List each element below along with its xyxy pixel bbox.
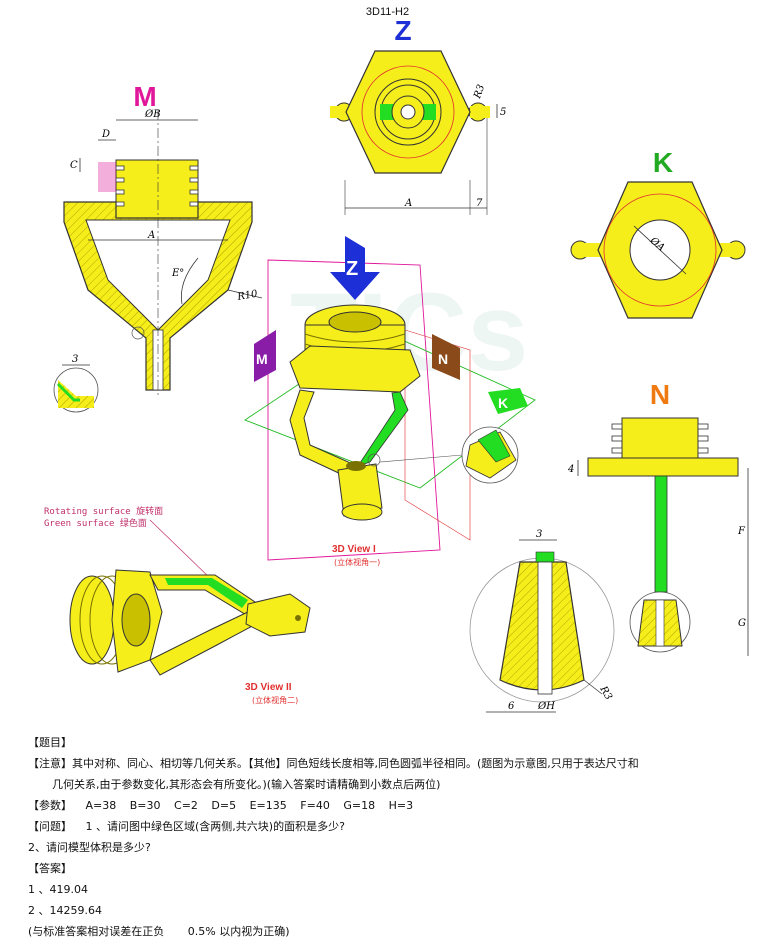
label-rotating: Rotating surface 旋转面 xyxy=(44,505,163,517)
tolerance-text-a: (与标准答案相对误差在正负 xyxy=(28,925,165,938)
param-g: G=18 xyxy=(343,799,376,812)
3d-view-2: Rotating surface 旋转面 Green surface 绿色面 3… xyxy=(44,505,311,705)
param-b: B=30 xyxy=(129,799,161,812)
z-label: Z xyxy=(394,15,411,46)
note-line-2: 几何关系,由于参数变化,其形态会有所变化。)(输入答案时请精确到小数点后两位) xyxy=(52,778,441,791)
dim-e: E° xyxy=(171,268,184,279)
params-label: 【参数】 xyxy=(28,799,72,812)
k-marker-label: K xyxy=(498,395,508,411)
dim-d: D xyxy=(101,129,110,140)
n-view: N 4 F G xyxy=(567,379,749,656)
param-a: A=38 xyxy=(85,799,117,812)
answer-2: 2 、14259.64 xyxy=(28,904,102,917)
param-f: F=40 xyxy=(300,799,330,812)
dim-r10: R10 xyxy=(236,288,259,303)
dim-f: F xyxy=(737,526,746,537)
dim-h: ØH xyxy=(537,701,555,712)
dim-a-m: A xyxy=(147,230,155,241)
technical-drawing: TICs Z A 7 5 R3 M xyxy=(44,15,749,713)
answer-label: 【答案】 xyxy=(28,862,72,875)
problem-text: 【题目】 【注意】其中对称、同心、相切等几何关系。【其他】同色短线长度相等,同色… xyxy=(28,732,768,942)
heading: 【题目】 xyxy=(28,736,72,749)
m-section-view: M ØB D C A E° R10 3 xyxy=(53,81,263,413)
m-marker-label: M xyxy=(256,351,268,367)
m-label: M xyxy=(133,81,156,112)
view1-title: 3D View I xyxy=(332,544,376,555)
note-line-1: 【注意】其中对称、同心、相切等几何关系。【其他】同色短线长度相等,同色圆弧半径相… xyxy=(28,757,639,770)
view2-subtitle: (立体视角二) xyxy=(252,695,298,705)
dim-3-m: 3 xyxy=(72,354,78,365)
param-c: C=2 xyxy=(174,799,198,812)
dim-7: 7 xyxy=(476,198,483,209)
tolerance-row: (与标准答案相对误差在正负 0.5% 以内视为正确) xyxy=(28,921,768,942)
view2-title: 3D View II xyxy=(245,682,292,693)
dim-b: ØB xyxy=(144,109,161,120)
dim-r3-top: R3 xyxy=(472,83,487,101)
label-green: Green surface 绿色面 xyxy=(44,517,147,529)
z-top-view: Z A 7 5 R3 xyxy=(330,15,506,215)
n-marker-label: N xyxy=(438,351,448,367)
k-view: K ØA xyxy=(570,147,746,319)
tolerance-text-b: 0.5% 以内视为正确) xyxy=(187,925,290,938)
param-d: D=5 xyxy=(211,799,237,812)
dim-c: C xyxy=(70,160,78,171)
question-2: 2、请问模型体积是多少? xyxy=(28,841,151,854)
params-row: 【参数】 A=38 B=30 C=2 D=5 E=135 F=40 G=18 H… xyxy=(28,795,768,816)
dim-4: 4 xyxy=(567,464,574,475)
question-1: 1 、请问图中绿色区域(含两侧,共六块)的面积是多少? xyxy=(85,820,345,833)
dim-6: 6 xyxy=(508,701,515,712)
k-label: K xyxy=(653,147,673,178)
param-h: H=3 xyxy=(388,799,414,812)
z-arrow-label: Z xyxy=(346,258,358,280)
dim-a-top: A xyxy=(404,198,412,209)
question-label: 【问题】 xyxy=(28,820,72,833)
dim-3-h: 3 xyxy=(536,529,542,540)
dim-r3-h: R3 xyxy=(597,684,614,702)
document-title: 3D11-H2 xyxy=(365,6,410,18)
n-label: N xyxy=(650,379,670,410)
question-1-row: 【问题】 1 、请问图中绿色区域(含两侧,共六块)的面积是多少? xyxy=(28,816,768,837)
3d-view-1: Z M N K 3D View I (立体视角一) xyxy=(244,236,536,567)
dim-g: G xyxy=(738,618,746,629)
view1-subtitle: (立体视角一) xyxy=(334,557,380,567)
dim-5: 5 xyxy=(500,107,506,118)
param-e: E=135 xyxy=(249,799,287,812)
h-detail-view: 3 6 ØH R3 xyxy=(469,529,615,713)
answer-1: 1 、419.04 xyxy=(28,883,88,896)
